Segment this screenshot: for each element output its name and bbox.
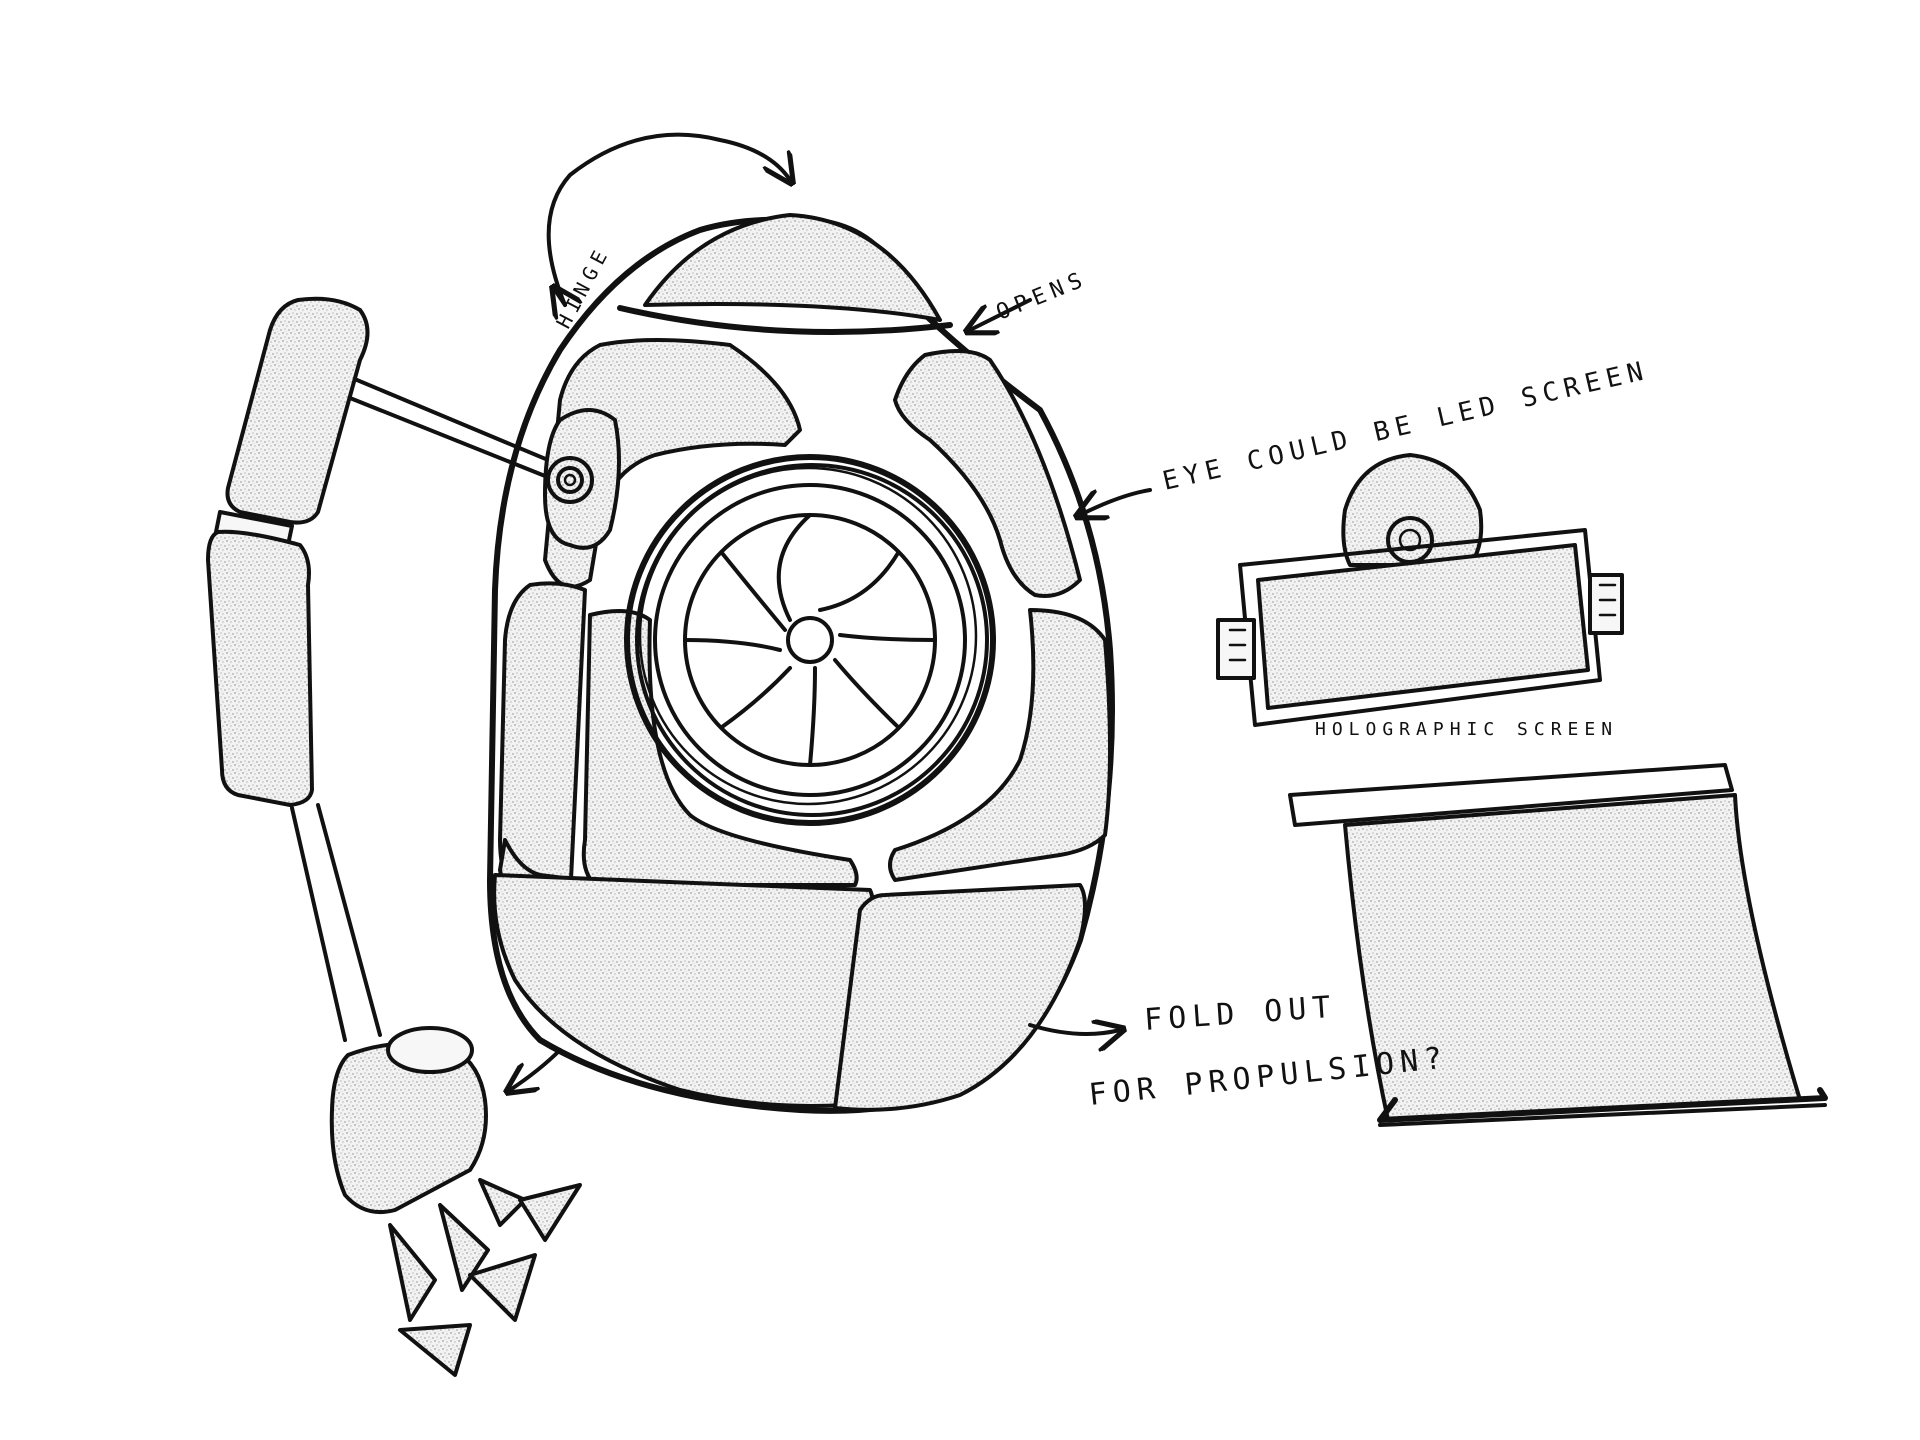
fold-out-note: FOLD OUT [1143,990,1337,1038]
holographic-screen-small [1216,453,1624,727]
aperture-blades [683,513,937,767]
holographic-screen-large [1288,763,1828,1127]
robot-egg-body [487,213,1115,1114]
opens-label: OPENS [993,266,1092,325]
annotation-arrows [546,132,1152,1034]
robot-arm [206,296,582,1377]
holographic-screen-label: HOLOGRAPHIC SCREEN [1315,719,1618,740]
